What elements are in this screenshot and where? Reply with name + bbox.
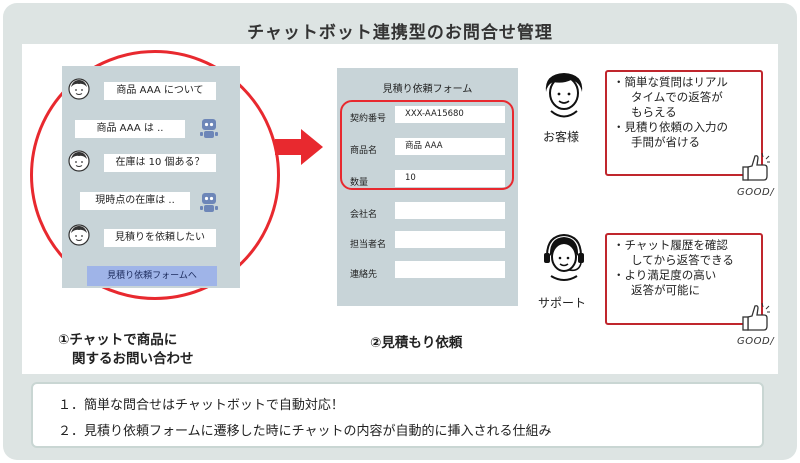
- support-benefits-note: ・チャット履歴を確認 してから返答できる ・より満足度の高い 返答が可能に: [605, 233, 763, 325]
- field-label-contract-no: 契約番号: [350, 114, 387, 124]
- note-line: 返答が可能に: [631, 283, 700, 297]
- robot-icon: [200, 119, 218, 138]
- product-name-field[interactable]: 商品 AAA: [395, 138, 505, 155]
- field-label-contact: 連絡先: [350, 270, 378, 280]
- customer-label: お客様: [543, 130, 580, 144]
- chat-message-bot: 商品 AAA は ..: [75, 120, 185, 138]
- robot-icon: [200, 193, 218, 212]
- chat-message-user: 在庫は 10 個ある？: [104, 154, 216, 172]
- field-label-quantity: 数量: [350, 178, 369, 188]
- note-line: 手間が省ける: [631, 135, 700, 149]
- note-line: ・より満足度の高い: [613, 268, 717, 282]
- summary-box: [31, 382, 764, 448]
- chat-window: [62, 66, 240, 288]
- autofill-highlight: [340, 100, 514, 190]
- good-label: GOOD/: [737, 187, 775, 198]
- field-label-product: 商品名: [350, 146, 378, 156]
- quantity-field[interactable]: 10: [395, 170, 505, 187]
- user-avatar-icon: [68, 150, 90, 172]
- good-label: GOOD/: [737, 336, 775, 347]
- customer-benefits-note: ・簡単な質問はリアル タイムでの返答が もらえる ・見積り依頼の入力の 手間が省…: [605, 70, 763, 176]
- customer-icon: [545, 73, 583, 118]
- note-line: してから返答できる: [631, 253, 734, 267]
- chat-message-user: 見積りを依頼したい: [104, 229, 216, 247]
- note-line: ・見積り依頼の入力の: [613, 120, 728, 134]
- support-agent-icon: [544, 233, 584, 281]
- summary-line-2: ２．見積り依頼フォームに遷移した時にチャットの内容が自動的に挿入される仕組み: [58, 424, 552, 439]
- contact-person-field[interactable]: [395, 231, 505, 248]
- user-avatar-icon: [68, 78, 90, 100]
- thumbs-up-icon: [742, 303, 770, 331]
- form-title: 見積り依頼フォーム: [382, 84, 473, 95]
- field-label-company: 会社名: [350, 210, 378, 220]
- user-avatar-icon: [68, 224, 90, 246]
- company-field[interactable]: [395, 202, 505, 219]
- step2-caption: ②見積もり依頼: [370, 335, 463, 351]
- note-line: ・簡単な質問はリアル: [613, 75, 728, 89]
- field-label-contact-person: 担当者名: [350, 240, 387, 250]
- chat-message-user: 商品 AAA について: [104, 82, 216, 100]
- thumbs-up-icon: [742, 153, 770, 181]
- right-arrow-icon: [275, 129, 323, 165]
- contract-no-field[interactable]: XXX-AA15680: [395, 106, 505, 123]
- contact-field[interactable]: [395, 261, 505, 278]
- support-label: サポート: [538, 296, 587, 310]
- chat-message-bot: 現時点の在庫は ..: [80, 192, 190, 210]
- step1-caption: ①チャットで商品に 関するお問い合わせ: [58, 331, 194, 369]
- step1-caption-line1: ①チャットで商品に: [58, 332, 178, 348]
- page-title: チャットボット連携型のお問合せ管理: [247, 23, 553, 43]
- note-line: もらえる: [631, 105, 677, 119]
- note-line: タイムでの返答が: [631, 90, 723, 104]
- quote-form-button[interactable]: 見積り依頼フォームへ: [87, 266, 217, 286]
- note-line: ・チャット履歴を確認: [613, 238, 728, 252]
- summary-line-1: １．簡単な問合せはチャットボットで自動対応！: [58, 398, 344, 413]
- step1-caption-line2: 関するお問い合わせ: [72, 351, 194, 367]
